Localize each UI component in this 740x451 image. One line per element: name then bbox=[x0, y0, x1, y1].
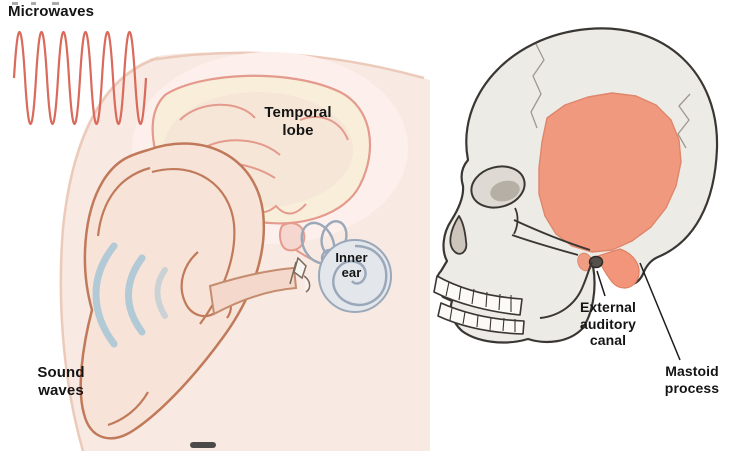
cochlea-spiral bbox=[332, 244, 388, 307]
leader-lines bbox=[596, 262, 681, 361]
temporal-lobe-label: Temporal lobe bbox=[264, 104, 332, 139]
ear-canal-tube bbox=[208, 266, 298, 316]
suture-lines bbox=[530, 43, 691, 149]
sound-wave-arcs bbox=[92, 242, 168, 348]
middle-inner-ear bbox=[289, 220, 392, 313]
mastoid-process-label: Mastoid process bbox=[664, 363, 720, 396]
nasal-aperture bbox=[449, 215, 468, 255]
sound-arc-outer bbox=[92, 242, 118, 348]
inner-ear-label: Inner ear bbox=[335, 250, 368, 281]
outer-ear-outline bbox=[79, 142, 266, 440]
zygomatic-arch bbox=[511, 207, 591, 256]
crop-marks bbox=[12, 2, 216, 448]
head-front-outline bbox=[59, 56, 159, 451]
temporal-bone-highlight bbox=[538, 92, 682, 253]
ear-canal bbox=[208, 266, 298, 316]
leader-line-external-auditory-canal bbox=[596, 270, 606, 297]
mandible-ramus-line bbox=[539, 261, 593, 319]
lower-teeth-row bbox=[437, 302, 525, 335]
leader-line-mastoid-process bbox=[639, 262, 681, 361]
teeth bbox=[433, 275, 525, 335]
skull-illustration bbox=[433, 27, 719, 344]
sound-arc-inner bbox=[154, 267, 168, 319]
ossicles bbox=[289, 256, 311, 293]
sound-arc-middle bbox=[125, 254, 146, 336]
microwave-sine-wave bbox=[12, 30, 148, 126]
ear-canal-opening bbox=[588, 255, 604, 269]
tooth-separators bbox=[445, 281, 516, 332]
sound-waves-label: Sound waves bbox=[37, 364, 85, 399]
external-auditory-canal-label: External auditory canal bbox=[579, 299, 637, 349]
eye-socket bbox=[470, 165, 526, 209]
bottom-crop-mark bbox=[190, 442, 216, 448]
microwave-wave bbox=[12, 30, 148, 126]
mastoid-process-highlight bbox=[597, 248, 640, 289]
microwaves-label: Microwaves bbox=[8, 3, 95, 20]
upper-teeth-row bbox=[433, 275, 523, 316]
